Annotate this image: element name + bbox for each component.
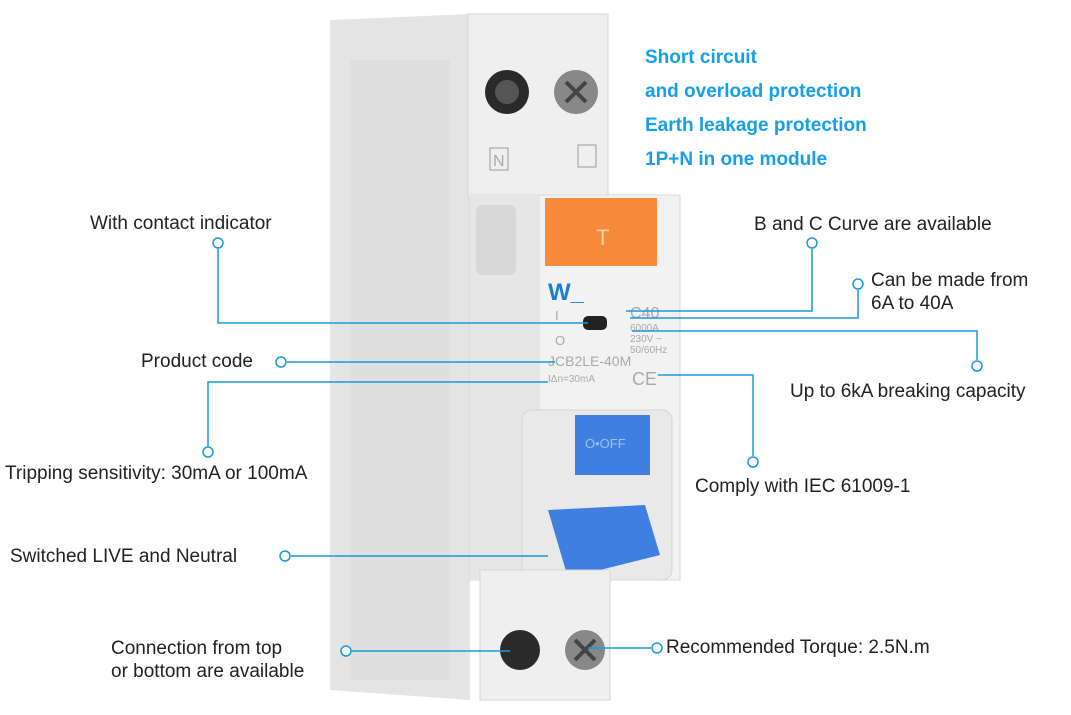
breaker-shape bbox=[275, 356, 287, 368]
breaker-shape bbox=[651, 642, 663, 654]
contact-window bbox=[476, 205, 516, 275]
callout-torque: Recommended Torque: 2.5N.m bbox=[666, 637, 930, 658]
breaker-shape bbox=[217, 249, 588, 324]
contact-indicator bbox=[583, 316, 607, 330]
breaker-shape bbox=[202, 446, 214, 458]
breaker-shape bbox=[658, 374, 754, 456]
device-marking: O•OFF bbox=[585, 436, 626, 451]
device-marking: 6000A bbox=[630, 323, 659, 334]
breaker-shape bbox=[212, 237, 224, 249]
breaker-shape bbox=[971, 360, 983, 372]
headline-2: and overload protection bbox=[645, 81, 862, 102]
callout-rating-2: 6A to 40A bbox=[871, 293, 954, 314]
callout-product-code: Product code bbox=[141, 351, 253, 372]
brand-logo: W_ bbox=[548, 279, 585, 306]
device-marking: 230V ~ bbox=[630, 334, 662, 345]
callout-contact-indicator: With contact indicator bbox=[90, 213, 272, 234]
callout-breaking: Up to 6kA breaking capacity bbox=[790, 381, 1026, 402]
breaker-shape bbox=[564, 80, 588, 104]
test-button[interactable] bbox=[545, 198, 657, 266]
headline-1: Short circuit bbox=[645, 47, 757, 68]
callout-dots bbox=[202, 237, 983, 657]
breaker-shape bbox=[350, 60, 450, 680]
breaker-shape bbox=[630, 290, 859, 319]
breaker-shape bbox=[340, 645, 352, 657]
device-marking: T bbox=[596, 225, 609, 250]
callout-iec: Comply with IEC 61009-1 bbox=[695, 476, 911, 497]
breaker-shape bbox=[626, 249, 813, 312]
breaker-shape bbox=[632, 330, 978, 360]
breaker-shape bbox=[495, 80, 519, 104]
callout-rating-1: Can be made from bbox=[871, 270, 1029, 291]
callout-curve: B and C Curve are available bbox=[754, 214, 992, 235]
device-marking: I bbox=[555, 308, 559, 323]
breaker-shape bbox=[573, 638, 597, 662]
device-marking: JCB2LE-40M bbox=[548, 353, 631, 369]
breaker-shape bbox=[852, 278, 864, 290]
breaker-shape bbox=[806, 237, 818, 249]
callout-connection-1: Connection from top bbox=[111, 638, 283, 659]
callout-switched: Switched LIVE and Neutral bbox=[10, 546, 238, 567]
device-marking: O bbox=[555, 333, 565, 348]
headline-3: Earth leakage protection bbox=[645, 115, 867, 136]
device-marking: 50/60Hz bbox=[630, 345, 667, 356]
breaker-shape: CE bbox=[632, 369, 657, 389]
breaker-shape bbox=[747, 456, 759, 468]
breaker-shape bbox=[207, 381, 548, 446]
bottom-terminal-screw-left bbox=[500, 630, 540, 670]
callout-lines bbox=[207, 249, 978, 652]
callout-tripping: Tripping sensitivity: 30mA or 100mA bbox=[5, 463, 308, 484]
breaker-shape bbox=[489, 147, 509, 171]
device-marking: IΔn=30mA bbox=[548, 374, 595, 385]
breaker-shape bbox=[577, 144, 597, 168]
callout-connection-2: or bottom are available bbox=[111, 661, 305, 682]
breaker-shape bbox=[279, 550, 291, 562]
device-marking: C40 bbox=[630, 305, 659, 322]
headline-4: 1P+N in one module bbox=[645, 149, 828, 170]
device-marking: N bbox=[493, 153, 505, 170]
toggle-handle[interactable] bbox=[548, 505, 660, 578]
handle-upper bbox=[575, 415, 650, 475]
